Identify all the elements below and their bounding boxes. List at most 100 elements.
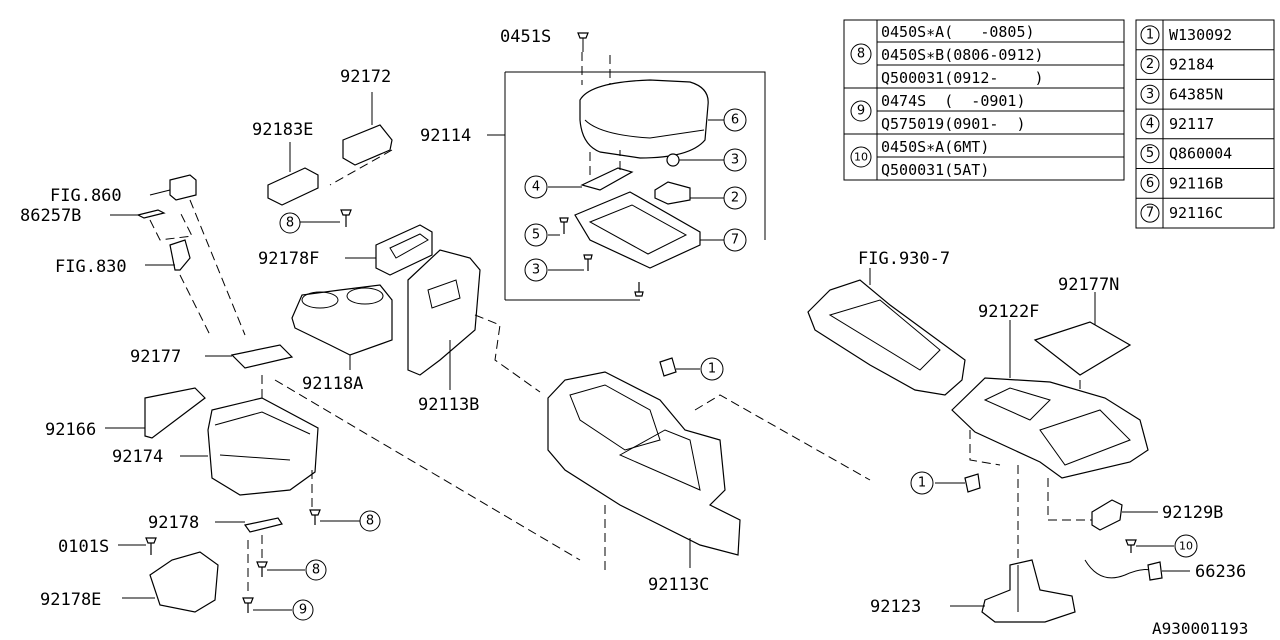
clip-3 — [666, 153, 680, 167]
label-86257b: 86257B — [20, 206, 81, 226]
label-fig860: FIG.860 — [50, 186, 122, 206]
label-92178e: 92178E — [40, 590, 101, 610]
reference-table-left: 8 9 10 0450S∗A( -0805) 0450S∗B(0806-0912… — [843, 19, 1125, 181]
table-row: Q500031(5AT) — [881, 161, 989, 179]
screw-0101s — [145, 537, 157, 555]
diagram-code: A930001193 — [1152, 619, 1248, 638]
table-callout-number: 7 — [1146, 206, 1154, 221]
screw-8b — [309, 509, 321, 525]
callout-1: 1 — [918, 476, 926, 491]
label-92177n: 92177N — [1058, 275, 1119, 295]
part-92123 — [981, 559, 1076, 623]
table-callout-circle — [1140, 84, 1160, 104]
label-92183e: 92183E — [252, 120, 313, 140]
table-callout-circle — [1140, 144, 1160, 164]
callout-8: 8 — [312, 563, 320, 578]
table-callout-circle — [1140, 173, 1160, 193]
table-callout-circle — [1140, 55, 1160, 75]
left-parts — [105, 92, 581, 613]
callout-8: 8 — [286, 216, 294, 231]
screw-9 — [242, 597, 254, 613]
callout-4: 4 — [532, 180, 540, 195]
table-callout-number: 3 — [1146, 87, 1154, 102]
callout-5: 5 — [532, 228, 540, 243]
label-92178f: 92178F — [258, 249, 319, 269]
part-fig830 — [169, 239, 191, 271]
part-92177n — [1033, 321, 1132, 376]
part-92113b — [407, 249, 481, 376]
part-92166 — [144, 387, 206, 439]
table-callout-circle — [1140, 114, 1160, 134]
part-86257b — [136, 209, 166, 219]
label-92172: 92172 — [340, 67, 391, 87]
label-92178: 92178 — [148, 513, 199, 533]
table-row: Q500031(0912- ) — [881, 69, 1044, 87]
label-92122f: 92122F — [978, 302, 1039, 322]
table-callout-number: 1 — [1146, 27, 1154, 42]
label-92174: 92174 — [112, 447, 163, 467]
callout-3: 3 — [731, 153, 739, 168]
label-92166: 92166 — [45, 420, 96, 440]
callout-1: 1 — [708, 362, 716, 377]
part-fig930-7 — [807, 279, 966, 396]
screw-bottom — [634, 282, 644, 297]
part-66236 — [1147, 561, 1163, 581]
table-row: 0450S∗B(0806-0912) — [881, 46, 1044, 64]
callout-8: 8 — [366, 514, 374, 529]
part-92122f — [951, 377, 1149, 479]
part-labels: 0451S 92172 92183E 92114 FIG.860 86257B … — [20, 27, 1248, 638]
part-92178e — [149, 551, 219, 613]
center-console — [547, 357, 871, 570]
table-part-number: 92184 — [1169, 56, 1214, 74]
label-92114: 92114 — [420, 126, 471, 146]
table-callout-circle — [1140, 25, 1160, 45]
label-fig830: FIG.830 — [55, 257, 127, 277]
label-0101s: 0101S — [58, 537, 109, 557]
screw-10 — [1125, 539, 1137, 553]
table-part-number: 92116B — [1169, 174, 1223, 192]
table-callout-number: 5 — [1146, 146, 1154, 161]
label-fig930-7: FIG.930-7 — [858, 249, 950, 269]
clip-1b — [964, 473, 981, 493]
part-92178f — [375, 224, 433, 276]
screw-8 — [340, 209, 352, 227]
callout-10: 10 — [1179, 540, 1193, 553]
part-92113c — [547, 371, 741, 556]
table-callout-number: 2 — [1146, 57, 1154, 72]
part-92183e — [267, 167, 319, 206]
part-92174 — [207, 397, 319, 496]
part-92118a — [291, 284, 393, 356]
label-92113b: 92113B — [418, 395, 479, 415]
label-0451s: 0451S — [500, 27, 551, 47]
table-group-8: 8 — [857, 47, 865, 62]
right-parts — [807, 268, 1190, 623]
label-92177: 92177 — [130, 347, 181, 367]
table-group-9: 9 — [857, 104, 865, 119]
part-92177 — [230, 344, 294, 369]
callout-6: 6 — [731, 113, 739, 128]
screw-8c — [256, 561, 268, 577]
hinge-bracket-4 — [580, 167, 634, 191]
table-callout-number: 4 — [1146, 117, 1154, 132]
part-92129b — [1091, 499, 1123, 531]
part-92178 — [243, 517, 283, 533]
table-part-number: 64385N — [1169, 85, 1223, 103]
table-row: 0450S∗A( -0805) — [881, 23, 1035, 41]
armrest-lid — [579, 79, 709, 159]
screw-5 — [559, 217, 569, 234]
armrest-group — [487, 32, 766, 301]
label-92113c: 92113C — [648, 575, 709, 595]
table-part-number: W130092 — [1169, 26, 1232, 44]
table-group-10: 10 — [854, 151, 868, 164]
table-part-number: 92116C — [1169, 204, 1223, 222]
table-callout-circle — [1140, 203, 1160, 223]
callout-7: 7 — [731, 233, 739, 248]
callout-9: 9 — [299, 603, 307, 618]
table-row: 0474S ( -0901) — [881, 92, 1026, 110]
screw-3 — [583, 254, 593, 271]
part-fig860 — [169, 174, 197, 201]
part-92172 — [342, 124, 393, 166]
callout-2: 2 — [731, 191, 739, 206]
screw-0451s — [577, 32, 589, 39]
